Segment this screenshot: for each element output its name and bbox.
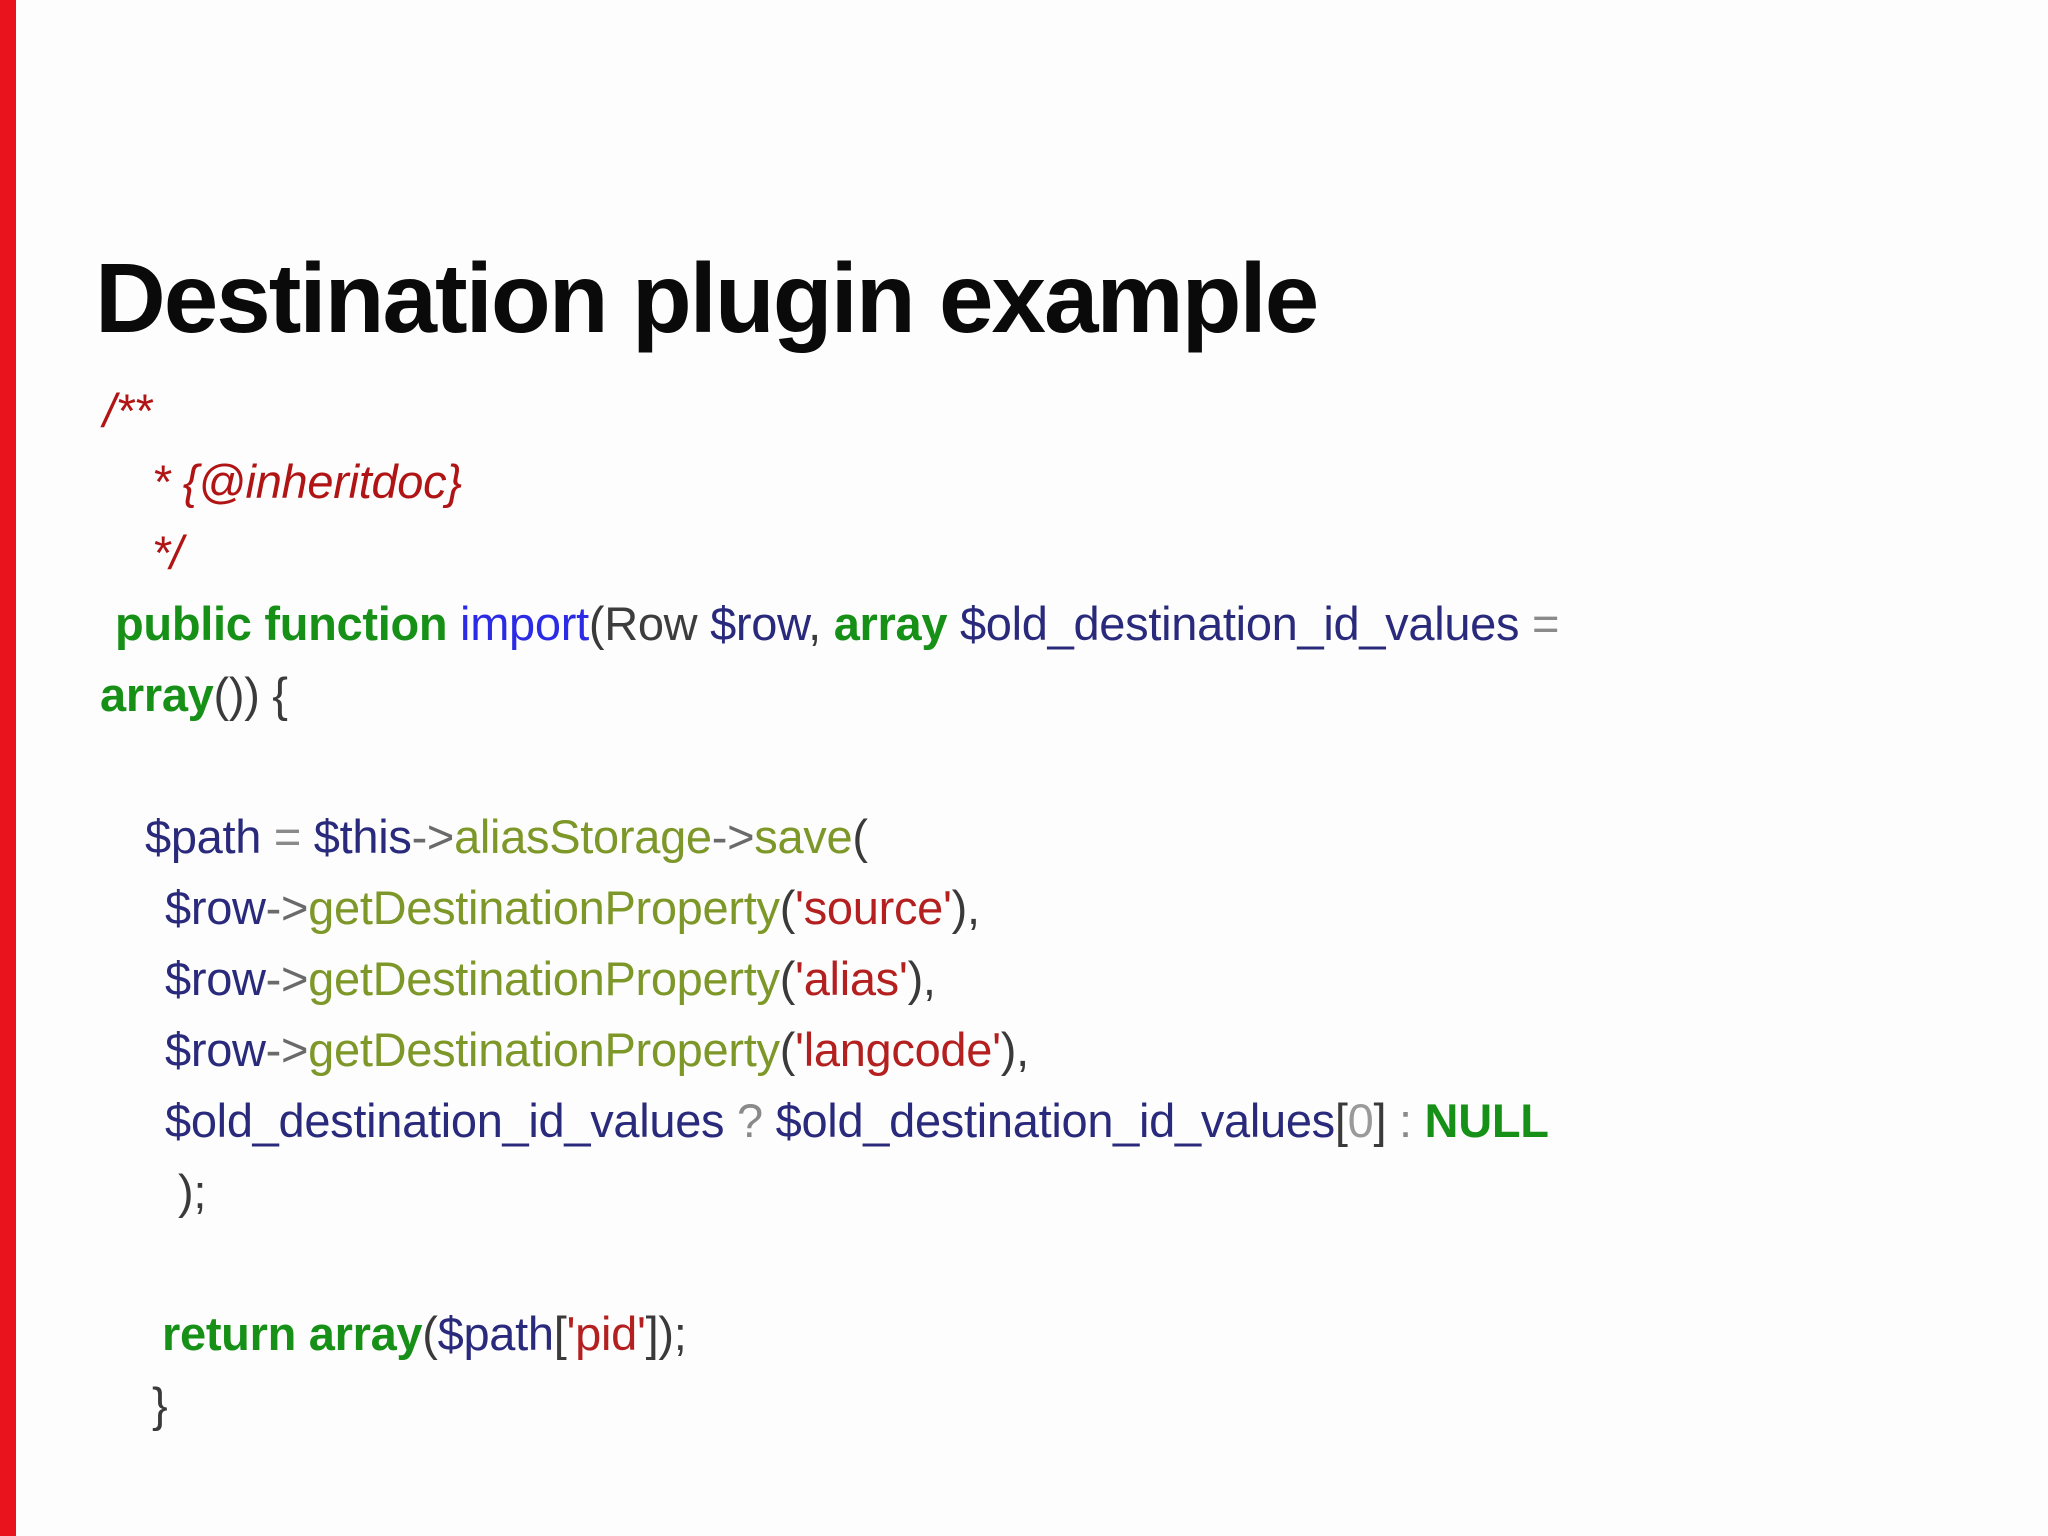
code-line: [95, 730, 1995, 801]
code-token-pn: (: [852, 810, 868, 863]
code-token-kw: public function: [115, 597, 448, 650]
code-token-pn: [: [1334, 1094, 1348, 1147]
code-token-mth: save: [754, 810, 853, 863]
code-line: /**: [95, 375, 1995, 446]
code-token-cm: */: [152, 526, 183, 579]
code-token-pn: }: [152, 1378, 168, 1431]
code-token-mth: getDestinationProperty: [308, 952, 780, 1005]
code-token-str: 'pid': [566, 1307, 646, 1360]
code-token-arr: ->: [265, 1023, 309, 1076]
code-token-str: 'alias': [795, 952, 908, 1005]
code-token-op: ?: [724, 1094, 776, 1147]
code-token-arr: ->: [265, 952, 309, 1005]
code-line: $path = $this->aliasStorage->save(: [95, 801, 1995, 872]
code-token-mth: getDestinationProperty: [308, 1023, 780, 1076]
code-token-pn: ]: [1373, 1094, 1387, 1147]
code-token-pn: (: [779, 881, 796, 934]
code-token-mth: getDestinationProperty: [308, 881, 780, 934]
code-token-str: 'langcode': [795, 1023, 1001, 1076]
code-token-cm: /**: [103, 384, 152, 437]
code-line: */: [95, 517, 1995, 588]
code-token-pn: (: [588, 597, 605, 650]
code-token-pn: [: [553, 1307, 567, 1360]
code-token-pn: (: [779, 1023, 796, 1076]
code-token-var: $row: [165, 952, 266, 1005]
code-token-pn: ]);: [645, 1307, 687, 1360]
code-block: /*** {@inheritdoc} */ public function impo…: [95, 375, 1995, 1440]
code-token-fn: import: [460, 597, 589, 650]
code-token-arr: ->: [411, 810, 455, 863]
code-token-num: 0: [1347, 1094, 1374, 1147]
code-token-cm: * {@inheritdoc}: [152, 455, 462, 508]
code-token-def: [697, 597, 710, 650]
code-token-op: =: [1519, 597, 1560, 650]
code-token-kw: array: [100, 668, 214, 721]
code-token-var: $path: [145, 810, 262, 863]
code-line: array()) {: [95, 659, 1995, 730]
code-token-var: $old_destination_id_values: [959, 597, 1520, 650]
code-token-mth: aliasStorage: [454, 810, 712, 863]
code-token-var: $row: [165, 881, 266, 934]
accent-bar: [0, 0, 16, 1536]
code-line: return array($path['pid']);: [95, 1298, 1995, 1369]
code-token-str: 'source': [795, 881, 952, 934]
slide-title: Destination plugin example: [95, 242, 1319, 353]
code-token-pn: ),: [1000, 1023, 1029, 1076]
code-token-kw: array: [833, 597, 948, 650]
code-token-pn: (: [779, 952, 796, 1005]
code-token-kw: return array: [162, 1307, 423, 1360]
code-token-pn: );: [178, 1165, 207, 1218]
code-token-arr: ->: [265, 881, 309, 934]
code-token-var: $row: [710, 597, 809, 650]
code-line: $row->getDestinationProperty('alias'),: [95, 943, 1995, 1014]
code-line: $old_destination_id_values ? $old_destin…: [95, 1085, 1995, 1156]
code-token-pn: (: [422, 1307, 438, 1360]
code-token-var: $path: [437, 1307, 554, 1360]
code-token-op: :: [1386, 1094, 1425, 1147]
code-token-pn: ,: [808, 597, 834, 650]
code-token-def: [447, 597, 460, 650]
code-token-def: [947, 597, 960, 650]
code-token-var: $old_destination_id_values: [775, 1094, 1336, 1147]
code-token-op: =: [261, 810, 314, 863]
code-line: $row->getDestinationProperty('langcode')…: [95, 1014, 1995, 1085]
code-token-cls: Row: [604, 597, 698, 650]
code-token-var: $row: [165, 1023, 266, 1076]
code-line: * {@inheritdoc}: [95, 446, 1995, 517]
code-token-pn: ),: [951, 881, 980, 934]
code-token-pn: ),: [907, 952, 936, 1005]
code-line: }: [95, 1369, 1995, 1440]
code-token-var: $this: [313, 810, 412, 863]
code-token-pn: ()) {: [213, 668, 289, 721]
code-line: public function import(Row $row, array $…: [95, 588, 1995, 659]
code-line: );: [95, 1156, 1995, 1227]
code-token-kc: NULL: [1424, 1094, 1549, 1147]
code-line: [95, 1227, 1995, 1298]
code-token-arr: ->: [711, 810, 755, 863]
code-line: $row->getDestinationProperty('source'),: [95, 872, 1995, 943]
code-token-var: $old_destination_id_values: [165, 1094, 725, 1147]
